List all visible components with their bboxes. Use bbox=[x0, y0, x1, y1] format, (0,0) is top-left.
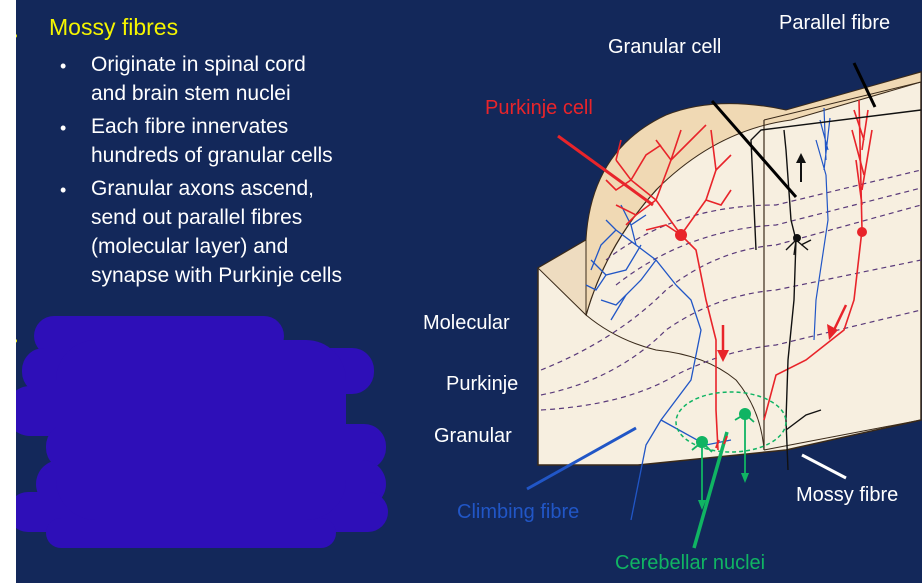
bullet-marker: • bbox=[16, 333, 18, 351]
bullet-heading-mossy-fibres: Mossy fibres bbox=[49, 14, 179, 40]
label-mossy-fibre: Mossy fibre bbox=[796, 484, 899, 506]
purkinje-cell bbox=[605, 124, 732, 451]
nuclei-neuron-soma bbox=[739, 408, 751, 420]
sub-bullet-3-line-1: Granular axons ascend, bbox=[91, 177, 314, 200]
sub-bullet-marker: • bbox=[60, 56, 67, 76]
redaction-scribble bbox=[16, 316, 388, 548]
pointer-lines bbox=[710, 62, 877, 198]
label-climbing-fibre: Climbing fibre bbox=[457, 501, 580, 523]
granular-cell bbox=[750, 109, 922, 471]
label-granular-cell: Granular cell bbox=[608, 36, 722, 58]
nuclei-arrowhead bbox=[741, 473, 749, 483]
sub-bullet-1-line-1: Originate in spinal cord bbox=[91, 53, 306, 76]
label-cerebellar-nuclei: Cerebellar nuclei bbox=[615, 552, 766, 574]
tissue-block bbox=[537, 70, 922, 466]
slide: • Mossy fibres • Originate in spinal cor… bbox=[16, 0, 922, 583]
granular-soma bbox=[793, 234, 801, 242]
purkinje-synapse bbox=[715, 435, 728, 449]
signal-arrow bbox=[717, 304, 848, 362]
climbing-fibre-right-axon bbox=[813, 174, 829, 341]
purkinje-soma bbox=[675, 229, 687, 241]
sub-bullet-3-line-4: synapse with Purkinje cells bbox=[91, 264, 342, 287]
purkinje-cell-right bbox=[763, 99, 873, 421]
label-molecular-layer: Molecular bbox=[423, 312, 510, 334]
sub-bullet-3-line-2: send out parallel fibres bbox=[91, 206, 303, 229]
up-arrow bbox=[796, 153, 806, 182]
layer-boundaries bbox=[540, 169, 922, 411]
label-purkinje-layer: Purkinje bbox=[446, 373, 519, 395]
sub-bullet-2-line-1: Each fibre innervates bbox=[91, 115, 289, 138]
bullet-marker: • bbox=[16, 28, 18, 46]
sub-bullet-2-line-2: hundreds of granular cells bbox=[91, 144, 333, 167]
climbing-fibre-right bbox=[815, 107, 831, 176]
nuclei-neuron-soma bbox=[696, 436, 708, 448]
mossy-pointer bbox=[801, 453, 847, 480]
sub-bullet-3-line-3: (molecular layer) and bbox=[91, 235, 289, 258]
cerebellum-diagram bbox=[16, 62, 922, 549]
sub-bullet-marker: • bbox=[60, 180, 67, 200]
purkinje-pointer bbox=[557, 134, 654, 207]
sub-bullet-marker: • bbox=[60, 118, 67, 138]
purkinje-soma-right bbox=[857, 227, 867, 237]
nuclei-arrowhead bbox=[698, 500, 706, 510]
climbing-pointer bbox=[526, 426, 637, 491]
sub-bullet-1-line-2: and brain stem nuclei bbox=[91, 82, 291, 105]
nuclei-region bbox=[675, 391, 787, 453]
label-purkinje-cell: Purkinje cell bbox=[485, 97, 593, 119]
label-granular-layer: Granular bbox=[434, 425, 512, 447]
label-parallel-fibre: Parallel fibre bbox=[779, 12, 891, 34]
